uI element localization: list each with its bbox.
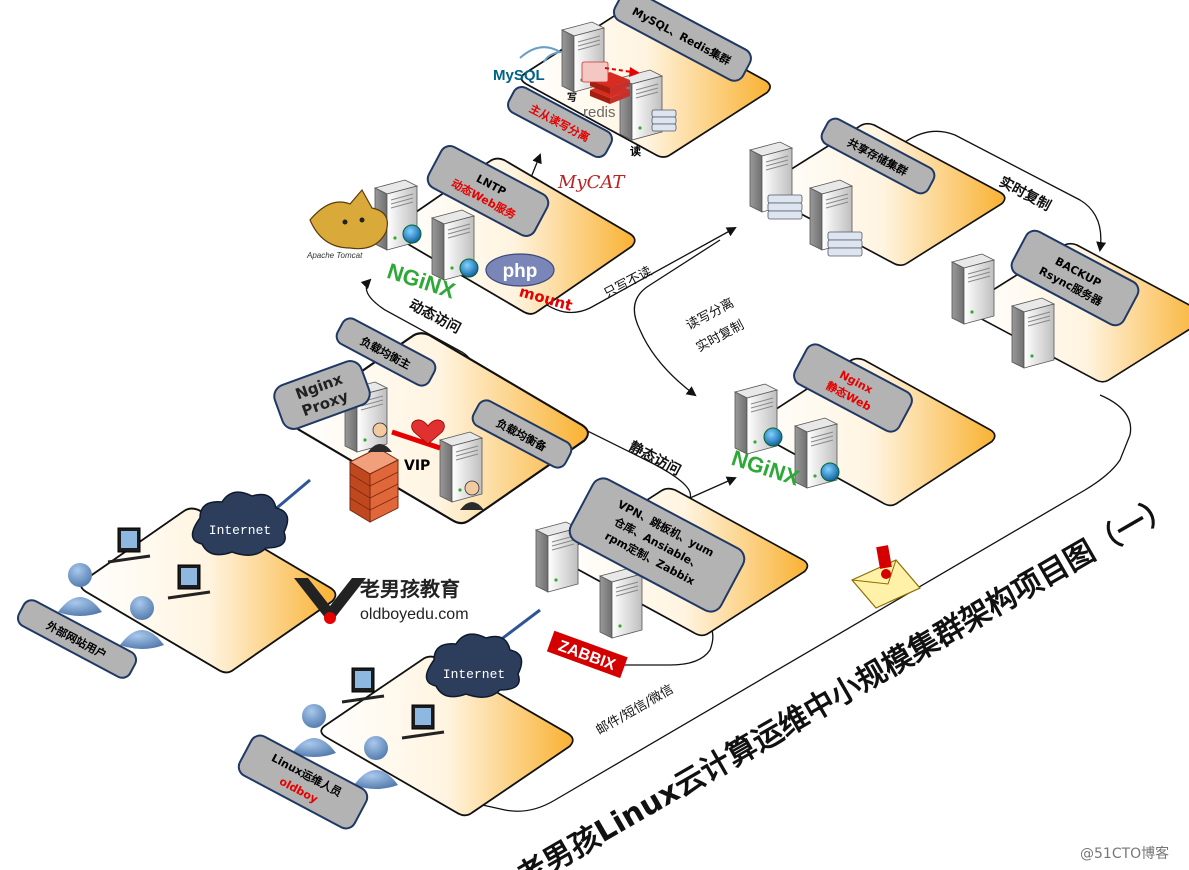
label-rw-split: [507, 85, 613, 159]
watermark: @51CTO博客: [1080, 845, 1169, 862]
label-lb-backup: [471, 399, 573, 469]
ops-users-group: [292, 667, 445, 789]
label-ops-users: [237, 734, 369, 830]
svg-text:MySQL: MySQL: [493, 67, 545, 84]
svg-text:动态访问: 动态访问: [406, 296, 463, 337]
globe-icon: [763, 427, 783, 447]
globe-icon: [402, 224, 422, 244]
read-label: 读: [630, 144, 641, 158]
edge-rw-split: [633, 239, 721, 397]
oldboy-brand: 老男孩教育 oldboyedu.com: [294, 577, 469, 624]
user-icon: [354, 736, 398, 789]
label-ops-tools: [568, 477, 746, 613]
firewall-icon: [348, 447, 400, 523]
label-lb-main: [335, 317, 437, 387]
svg-text:MyCAT: MyCAT: [557, 172, 626, 193]
label-static-web: [793, 343, 913, 433]
globe-icon: [459, 258, 479, 278]
svg-text:邮件/短信/微信: 邮件/短信/微信: [594, 682, 677, 738]
edge-realtime-copy: [904, 130, 1107, 252]
edge-alerts: [458, 394, 1132, 812]
external-users-group: [58, 527, 211, 649]
computer-icon: [401, 704, 445, 740]
svg-text:php: php: [503, 261, 538, 282]
label-boxes: [16, 0, 1140, 830]
redis-logo: redis: [583, 104, 616, 121]
admin-icon: [368, 422, 392, 452]
svg-text:实时复制: 实时复制: [996, 173, 1053, 214]
computer-icon: [107, 527, 151, 564]
internet-label: Internet: [209, 523, 271, 538]
admin-icon: [460, 480, 484, 510]
server-icon: [1011, 297, 1055, 369]
label-backup: [1010, 229, 1140, 327]
user-icon: [120, 596, 164, 649]
internet-label: Internet: [443, 667, 505, 682]
mysql-logo: MySQL: [493, 46, 563, 84]
internet-cloud: Internet: [425, 633, 523, 698]
vip-label: VIP: [404, 458, 430, 474]
svg-text:只写不读: 只写不读: [602, 264, 655, 302]
disk-stack-icons: [651, 109, 863, 257]
label-storage: [820, 117, 936, 195]
server-icon: [951, 253, 995, 325]
svg-text:Apache Tomcat: Apache Tomcat: [306, 251, 363, 260]
brand-cn: 老男孩教育: [360, 577, 460, 601]
svg-text:静态访问: 静态访问: [626, 438, 683, 479]
label-nginx-proxy: [273, 360, 371, 430]
replication-arrow: [604, 67, 633, 73]
computer-icon: [341, 667, 385, 704]
label-external-users: [16, 599, 138, 679]
globe-icon: [820, 462, 840, 482]
redis-icon: [581, 61, 630, 104]
vip-link: [391, 429, 441, 451]
brand-url: oldboyedu.com: [360, 606, 469, 623]
email-alert-icon: [851, 545, 921, 609]
label-lntp: [426, 145, 550, 237]
user-icon: [292, 704, 336, 757]
heart-icon: [411, 419, 445, 445]
computer-icon: [167, 564, 211, 600]
write-label: 写: [567, 92, 577, 104]
globe-icons: [402, 224, 840, 482]
php-logo: php: [485, 253, 555, 287]
server-icon: [599, 567, 643, 639]
user-icon: [58, 563, 102, 616]
zabbix-logo: ZABBIX: [546, 630, 628, 679]
tomcat-logo: Apache Tomcat: [306, 188, 388, 260]
mycat-logo: MyCAT: [557, 172, 626, 193]
label-mysql-redis: [612, 0, 752, 82]
internet-cloud: Internet: [191, 491, 289, 556]
